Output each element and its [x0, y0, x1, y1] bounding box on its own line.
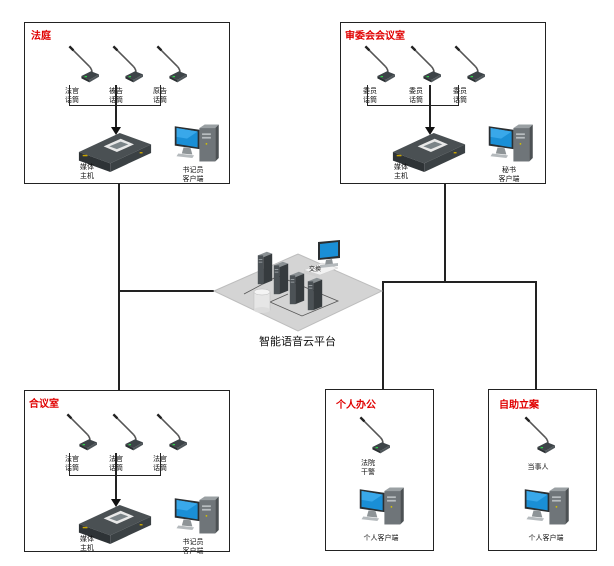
client-label: 个人客户端 [363, 534, 399, 542]
microphone-icon [453, 43, 485, 85]
link-left-platform [118, 290, 214, 292]
platform-network-line [269, 293, 289, 303]
microphone-icon [409, 43, 441, 85]
arrow-down-icon [111, 127, 121, 135]
monitor-icon [318, 240, 340, 268]
arrow-down-icon [425, 127, 435, 135]
link-right-bus [382, 281, 536, 283]
room-committee: 审委会会议室 委员 话筒 委员 话筒 委员 话筒 媒体 主机 秘书 客户端 [340, 22, 546, 184]
room-title: 法庭 [31, 31, 51, 42]
microphone-icon [358, 414, 390, 456]
room-personal-office: 个人办公 法院 干警 个人客户端 [325, 389, 434, 551]
mic-label: 法院 干警 [361, 459, 375, 476]
mic-bus [367, 85, 369, 105]
computer-icon [521, 484, 569, 528]
switch-label: 交换 [308, 266, 321, 273]
link-geren-vertical [382, 281, 384, 390]
mic-label: 委员 话筒 [453, 87, 467, 104]
room-self-filing: 自助立案 当事人 个人客户端 [488, 389, 597, 551]
room-deliberation: 合议室 法官 话筒 法官 话筒 法官 话筒 媒体 主机 书记员 客户端 [24, 390, 230, 555]
mic-bus [160, 85, 162, 105]
mic-bus [367, 105, 459, 107]
arrow-line [115, 453, 117, 503]
room-title: 个人办公 [336, 400, 376, 411]
room-title: 审委会会议室 [345, 31, 405, 42]
server-icon [258, 252, 272, 284]
room-title: 合议室 [29, 399, 59, 410]
host-label: 媒体 主机 [80, 535, 94, 552]
microphone-icon [111, 411, 143, 453]
client-label: 书记员 客户端 [182, 538, 204, 555]
host-label: 媒体 主机 [80, 163, 94, 180]
arrow-down-icon [111, 499, 121, 507]
server-icon [274, 262, 288, 294]
microphone-icon [363, 43, 395, 85]
mic-label: 委员 话筒 [409, 87, 423, 104]
database-icon [253, 288, 271, 313]
room-courtroom: 法庭 法官 话筒 被告 话筒 原告 话筒 媒体 主机 书记员 客户端 [24, 22, 230, 184]
host-label: 媒体 主机 [394, 163, 408, 180]
microphone-icon [65, 411, 97, 453]
mic-bus [458, 85, 460, 105]
microphone-icon [155, 43, 187, 85]
mic-bus [160, 453, 162, 475]
mic-label: 法官 话筒 [65, 455, 79, 472]
mic-bus [69, 85, 71, 105]
link-shenwei-vertical [444, 183, 446, 282]
link-fating-vertical [118, 183, 120, 391]
computer-icon [171, 121, 219, 165]
platform-caption: 智能语音云平台 [259, 335, 336, 348]
microphone-icon [111, 43, 143, 85]
client-label: 秘书 客户端 [498, 166, 520, 183]
client-label: 个人客户端 [528, 534, 564, 542]
arrow-line [429, 85, 431, 131]
mic-label: 法官 话筒 [65, 87, 79, 104]
computer-icon [171, 493, 219, 537]
computer-icon [485, 121, 533, 165]
client-label: 书记员 客户端 [182, 166, 204, 183]
microphone-icon [523, 414, 555, 456]
arrow-line [115, 85, 117, 131]
link-zizhu-vertical [535, 281, 537, 390]
server-icon [308, 278, 322, 310]
computer-icon [356, 484, 404, 528]
microphone-icon [67, 43, 99, 85]
mic-label: 委员 话筒 [363, 87, 377, 104]
mic-label: 当事人 [527, 463, 549, 471]
microphone-icon [155, 411, 187, 453]
cloud-platform [212, 240, 384, 332]
server-icon [290, 272, 304, 304]
mic-bus [69, 453, 71, 475]
room-title: 自助立案 [499, 400, 539, 411]
